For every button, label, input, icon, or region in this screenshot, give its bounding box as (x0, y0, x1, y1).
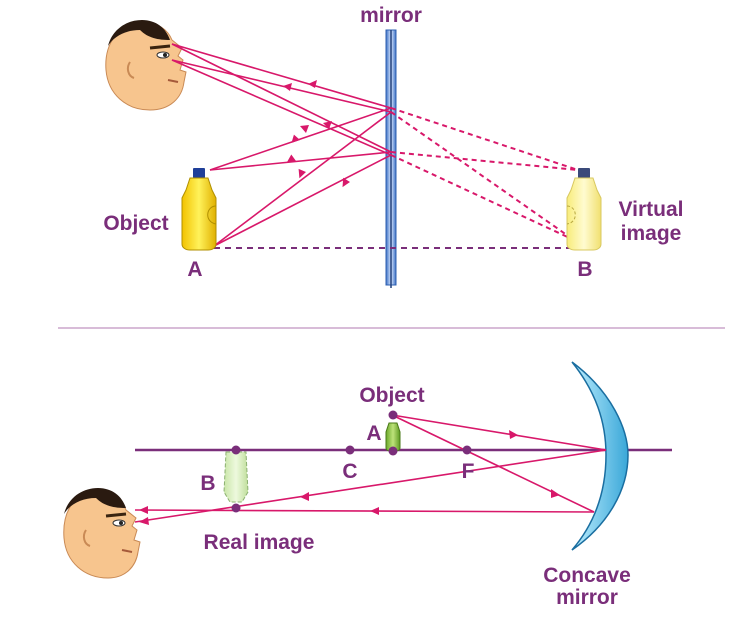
point-a-label: A (187, 258, 202, 281)
viewer-face-icon (105, 20, 187, 111)
plane-mirror-section: mirror (103, 4, 683, 288)
focus-point (462, 445, 472, 455)
concave-arrowheads (139, 430, 560, 525)
reflected-rays (171, 43, 392, 156)
concave-object-label: Object (359, 384, 424, 407)
real-image-label: Real image (204, 531, 315, 554)
virtual-image-bottle-icon (566, 168, 602, 251)
concave-mirror-section: Object A B C F Real image Concave mirror (63, 361, 672, 609)
observer-face-icon (63, 488, 141, 579)
virtual-image-label-line2: image (621, 222, 682, 245)
object-bottle-icon (181, 168, 217, 251)
reflected-arrowheads (283, 80, 332, 133)
concave-mirror-label-line1: Concave (543, 564, 631, 587)
object-small-bottle-icon (385, 410, 401, 456)
incident-rays (209, 107, 392, 247)
virtual-image-label-line1: Virtual (619, 198, 684, 221)
center-label: C (342, 460, 357, 483)
concave-point-b-label: B (200, 472, 215, 495)
concave-point-a-label: A (366, 422, 381, 445)
real-image-bottle-icon (223, 445, 249, 513)
focus-label: F (462, 460, 475, 483)
concave-rays (134, 414, 607, 523)
object-label: Object (103, 212, 168, 235)
virtual-rays (390, 107, 579, 241)
concave-mirror-label-line2: mirror (556, 586, 618, 609)
incident-arrowheads (287, 134, 350, 188)
concave-mirror (571, 361, 629, 551)
mirror-title: mirror (360, 4, 422, 27)
point-b-label: B (577, 258, 592, 281)
center-point (345, 445, 355, 455)
